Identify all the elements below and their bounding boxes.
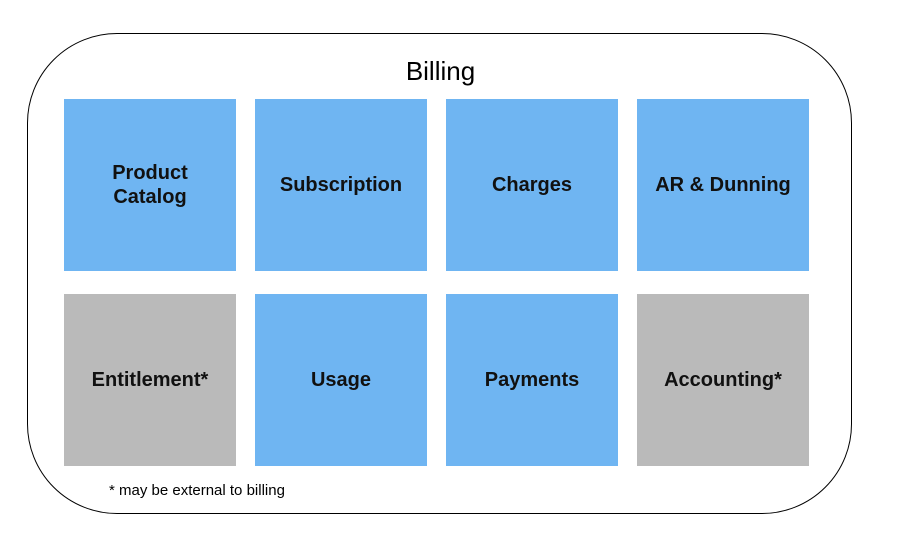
- tile-label: Product Catalog: [112, 162, 188, 208]
- diagram-title: Billing: [405, 56, 476, 86]
- tile-product-catalog: Product Catalog: [64, 99, 236, 271]
- tile-label: Charges: [491, 174, 573, 196]
- tile-usage: Usage: [255, 294, 427, 466]
- tile-label: Accounting*: [664, 369, 782, 391]
- tile-label: Entitlement*: [91, 369, 209, 391]
- tile-entitlement: Entitlement*: [64, 294, 236, 466]
- tile-label: AR & Dunning: [655, 174, 791, 196]
- tile-label: Usage: [310, 369, 372, 391]
- tile-ar-dunning: AR & Dunning: [637, 99, 809, 271]
- tile-accounting: Accounting*: [637, 294, 809, 466]
- tile-subscription: Subscription: [255, 99, 427, 271]
- tile-charges: Charges: [446, 99, 618, 271]
- tile-label: Subscription: [279, 174, 403, 196]
- footnote: * may be external to billing: [109, 482, 285, 499]
- tile-label: Payments: [484, 369, 580, 391]
- billing-boundary: [27, 33, 852, 514]
- tile-payments: Payments: [446, 294, 618, 466]
